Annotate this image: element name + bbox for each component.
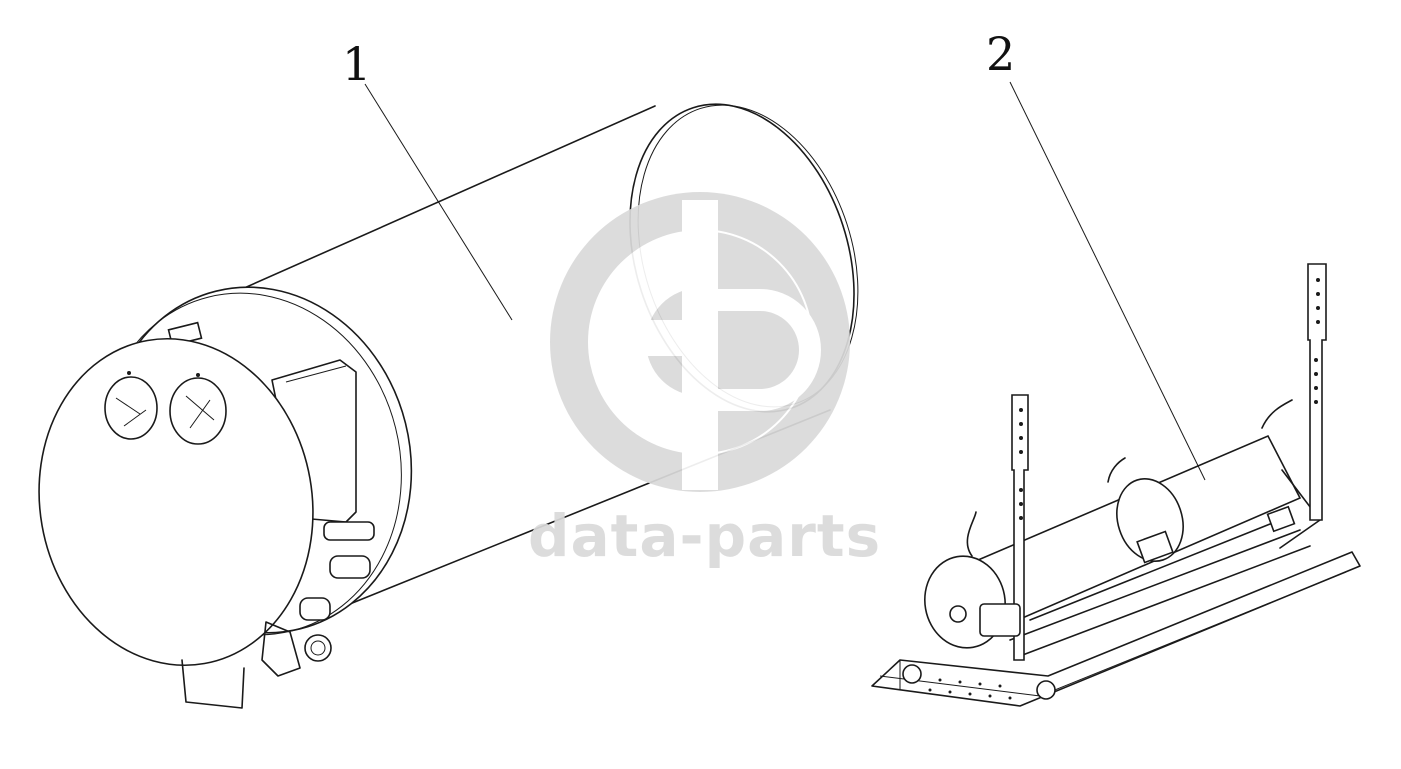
watermark: data-parts [528, 192, 881, 570]
callout-leader-2 [1009, 81, 1206, 481]
callout-2: 2 [986, 27, 1206, 481]
tank-opening-right [169, 377, 227, 445]
watermark-text: data-parts [528, 502, 881, 570]
dp-logo-icon [550, 192, 850, 492]
tank-body-top-edge [189, 105, 656, 313]
callout-label-1: 1 [342, 37, 371, 91]
callout-label-2: 2 [986, 27, 1015, 81]
drain-valve-knob [304, 634, 332, 662]
tank-mounting-foot [181, 659, 245, 709]
part-1-tank [38, 103, 859, 709]
frame-post-left [1011, 394, 1029, 661]
part-2-assembly [871, 263, 1361, 707]
callout-leader-1 [364, 83, 513, 321]
callout-1: 1 [342, 37, 513, 321]
frame-post-right [1307, 263, 1327, 521]
